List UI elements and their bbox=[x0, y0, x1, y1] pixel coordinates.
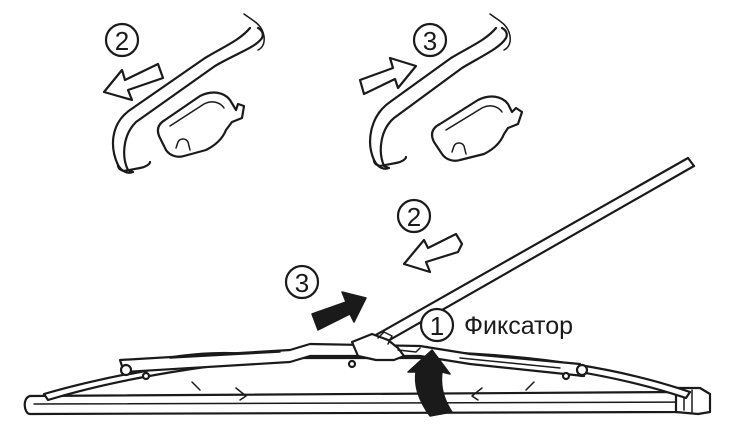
arrow-step-3-main bbox=[311, 291, 367, 331]
detail-step-3: 3 bbox=[358, 13, 524, 170]
yoke-rib bbox=[169, 351, 561, 369]
step-3-number-main: 3 bbox=[295, 268, 309, 298]
step-3-badge-main bbox=[284, 264, 320, 300]
wiper-arm-main bbox=[358, 156, 690, 346]
claw-right-2 bbox=[525, 381, 535, 391]
step-3-badge-main-group: 3 bbox=[284, 264, 320, 300]
wiper-arm-end bbox=[686, 156, 696, 168]
adapter-notch-left bbox=[175, 138, 191, 151]
hook-tip-left bbox=[116, 160, 152, 173]
step-3-badge-top bbox=[412, 22, 448, 58]
adapter-edge-right bbox=[445, 105, 503, 131]
step-1-number: 1 bbox=[430, 311, 444, 341]
arrow-step-1-curved-up bbox=[407, 349, 453, 417]
adapter-clip-right bbox=[430, 95, 524, 162]
arrow-step-2-main bbox=[402, 232, 464, 274]
pivot-left-outer bbox=[119, 363, 133, 377]
arrow-step-3-up-right bbox=[358, 56, 418, 96]
arrow-step-2-left bbox=[102, 62, 165, 102]
claw-right bbox=[471, 387, 483, 401]
primary-yoke bbox=[118, 342, 586, 378]
pivot-right-inner bbox=[561, 371, 571, 381]
step-2-badge-main-group: 2 bbox=[396, 198, 432, 234]
claw-left bbox=[235, 387, 247, 401]
arm-top-curl-left bbox=[243, 13, 265, 51]
pivot-center bbox=[347, 359, 357, 369]
pivot-right-outer bbox=[575, 363, 589, 377]
adapter-notch-right bbox=[451, 142, 467, 155]
latch-adapter bbox=[350, 332, 406, 362]
step-1-badge-group: 1 bbox=[419, 307, 455, 343]
latch-label: Фиксатор bbox=[464, 312, 573, 340]
rubber-strip-line bbox=[33, 401, 701, 405]
pivot-left-inner bbox=[141, 371, 151, 381]
step-3-number-top: 3 bbox=[423, 26, 437, 56]
main-assembly bbox=[23, 156, 712, 417]
step-2-number-main: 2 bbox=[407, 202, 421, 232]
arm-top-curl-right bbox=[489, 13, 511, 51]
step-2-number-top: 2 bbox=[115, 26, 129, 56]
wiper-arm-hook-right bbox=[369, 26, 508, 170]
step-2-badge-main bbox=[396, 198, 432, 234]
step-2-badge-top bbox=[104, 22, 140, 58]
detail-step-2: 2 bbox=[102, 13, 265, 174]
hook-tip-right bbox=[372, 155, 408, 168]
adapter-edge-left bbox=[169, 101, 225, 127]
latch-tab bbox=[377, 331, 393, 345]
step-1-badge bbox=[419, 307, 455, 343]
wiper-arm-hook-left bbox=[112, 26, 264, 174]
latch-clip-line bbox=[397, 347, 421, 353]
claw-left-2 bbox=[191, 381, 201, 391]
